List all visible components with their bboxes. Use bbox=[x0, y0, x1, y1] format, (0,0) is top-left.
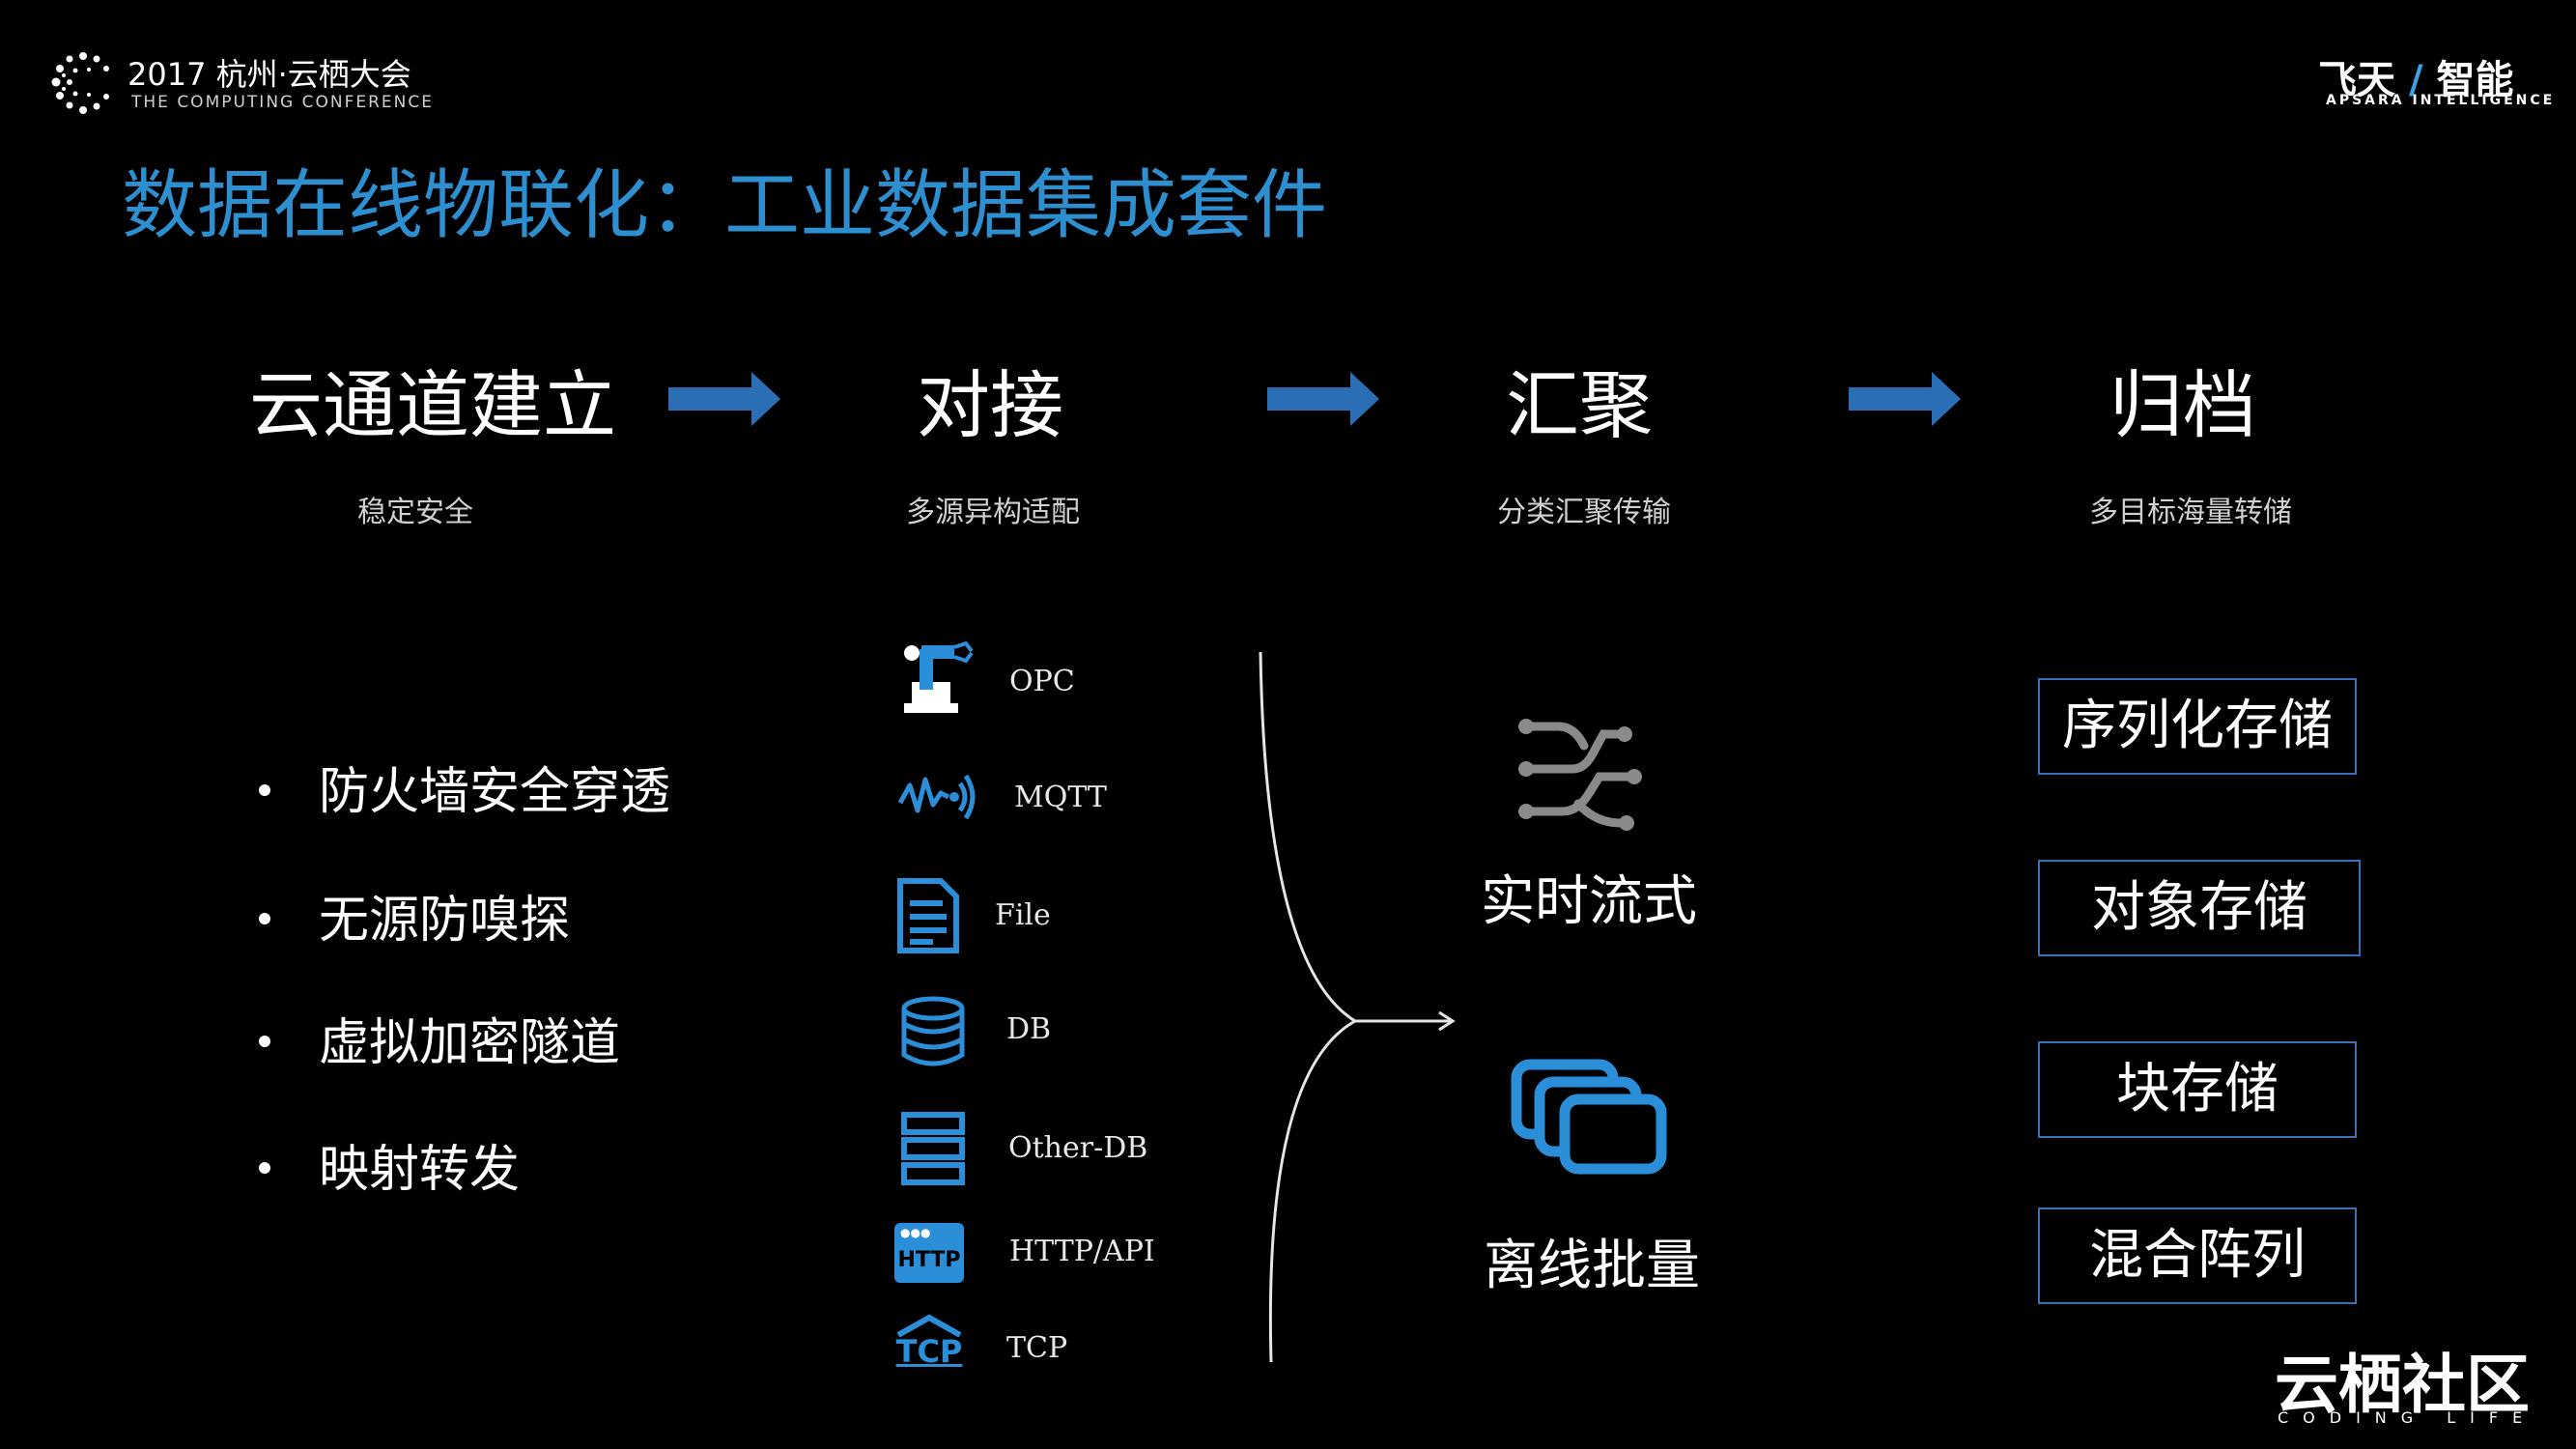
conference-subtitle: THE COMPUTING CONFERENCE bbox=[131, 93, 434, 112]
bullet-text: 映射转发 bbox=[319, 1141, 521, 1199]
protocol-label-file: File bbox=[995, 898, 1051, 932]
community-subtitle: CODING LIFE bbox=[2278, 1408, 2537, 1427]
protocol-label-opc: OPC bbox=[1009, 665, 1075, 698]
brand-left: 飞天 bbox=[2318, 58, 2395, 102]
protocol-label-mqtt: MQTT bbox=[1014, 781, 1107, 814]
community-logo: 云栖社区 bbox=[2275, 1348, 2530, 1422]
document-icon bbox=[897, 878, 959, 953]
stage-connect: 对接 bbox=[917, 362, 1063, 448]
stage-connect-sub: 多源异构适配 bbox=[906, 496, 1080, 529]
bullet-item: 防火墙安全穿透 bbox=[259, 751, 670, 823]
protocol-label-db: DB bbox=[1006, 1012, 1052, 1046]
protocol-label-other-db: Other-DB bbox=[1008, 1131, 1148, 1165]
stage-archive-sub: 多目标海量转储 bbox=[2089, 496, 2292, 529]
arrow-right-icon bbox=[1849, 372, 1961, 426]
brand-subtitle: APSARA INTELLIGENCE bbox=[2326, 93, 2556, 108]
bullet-dot bbox=[259, 783, 270, 796]
bullet-dot bbox=[259, 1161, 270, 1174]
bullet-text: 防火墙安全穿透 bbox=[319, 763, 671, 821]
bullet-dot bbox=[259, 1035, 270, 1047]
mode-label-realtime: 实时流式 bbox=[1481, 870, 1697, 933]
stage-aggregate-sub: 分类汇聚传输 bbox=[1497, 496, 1671, 529]
http-icon-text: HTTP bbox=[897, 1248, 961, 1272]
bullet-item: 无源防嗅探 bbox=[259, 879, 570, 952]
storage-box-block: 块存储 bbox=[2038, 1041, 2357, 1138]
stage-aggregate: 汇聚 bbox=[1506, 362, 1653, 448]
conference-logo-icon bbox=[51, 52, 109, 114]
arrow-right-icon bbox=[1267, 372, 1379, 426]
brand-logo: 飞天 / 智能 bbox=[2318, 48, 2513, 104]
stream-flow-icon bbox=[1518, 719, 1642, 831]
storage-box-hybrid: 混合阵列 bbox=[2038, 1208, 2357, 1304]
robot-arm-icon bbox=[904, 641, 974, 713]
storage-box-serialized: 序列化存储 bbox=[2038, 678, 2357, 775]
mode-label-batch: 离线批量 bbox=[1484, 1235, 1700, 1297]
storage-box-object: 对象存储 bbox=[2038, 860, 2361, 956]
page-title: 数据在线物联化：工业数据集成套件 bbox=[122, 162, 1328, 249]
batch-windows-icon bbox=[1511, 1059, 1667, 1175]
tcp-roof-icon bbox=[896, 1314, 962, 1337]
http-icon-dots: ●●● bbox=[900, 1226, 931, 1239]
server-stack-icon bbox=[901, 1112, 965, 1185]
stage-tunnel-sub: 稳定安全 bbox=[357, 496, 473, 529]
stage-tunnel: 云通道建立 bbox=[249, 362, 616, 448]
stage-archive: 归档 bbox=[2109, 362, 2256, 448]
protocol-label-tcp: TCP bbox=[1006, 1331, 1068, 1365]
database-icon bbox=[901, 996, 965, 1066]
tcp-icon: TCP bbox=[892, 1314, 966, 1378]
tcp-icon-text: TCP bbox=[895, 1333, 963, 1370]
brand-slash: / bbox=[2408, 58, 2423, 102]
protocol-label-http-api: HTTP/API bbox=[1009, 1235, 1155, 1268]
brand-right: 智能 bbox=[2436, 58, 2514, 102]
bullet-item: 虚拟加密隧道 bbox=[259, 1002, 620, 1074]
signal-wave-icon bbox=[898, 774, 976, 820]
conference-name: 2017 杭州·云栖大会 bbox=[127, 56, 411, 93]
bullet-item: 映射转发 bbox=[259, 1128, 520, 1201]
bullet-text: 虚拟加密隧道 bbox=[319, 1014, 621, 1072]
http-icon: ●●● HTTP bbox=[894, 1223, 964, 1283]
bullet-text: 无源防嗅探 bbox=[319, 892, 571, 950]
bullet-dot bbox=[259, 912, 270, 924]
arrow-right-icon bbox=[668, 372, 780, 426]
converge-bracket bbox=[1259, 651, 1456, 1363]
